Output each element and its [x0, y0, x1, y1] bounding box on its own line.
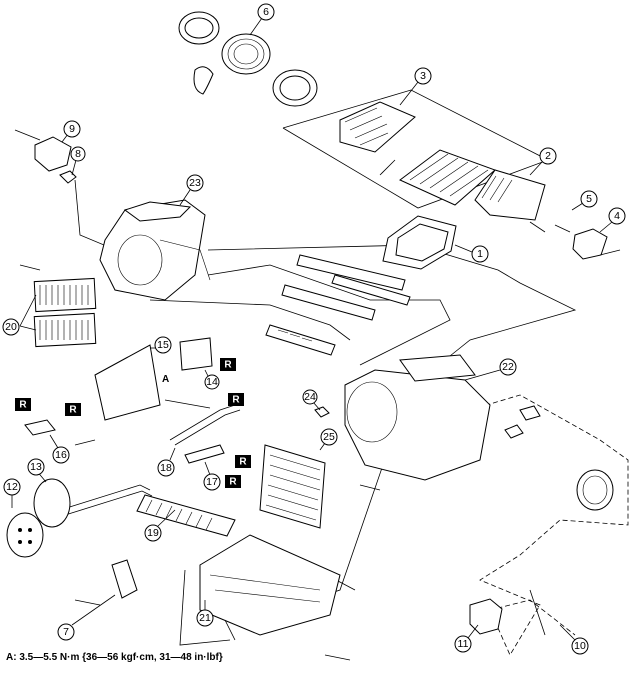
svg-text:25: 25: [323, 431, 335, 443]
filter-cover-3: [339, 101, 416, 176]
svg-text:8: 8: [75, 148, 81, 160]
main-housing-22: [344, 354, 491, 481]
svg-text:3: 3: [420, 70, 426, 82]
svg-text:5: 5: [586, 193, 592, 205]
svg-text:R: R: [229, 477, 237, 488]
svg-text:R: R: [224, 360, 232, 371]
air-filters-20: [33, 277, 97, 348]
pad-14: [179, 337, 213, 371]
torque-marker: A: [162, 374, 169, 385]
torque-footnote: A: 3.5—5.5 N·m {36—56 kgf·cm, 31—48 in·l…: [6, 652, 223, 663]
svg-text:18: 18: [160, 462, 172, 474]
callout-16: 16: [49, 434, 70, 464]
svg-text:13: 13: [30, 461, 42, 473]
bolts: [19, 264, 381, 661]
callout-14: 14: [204, 369, 220, 390]
callout-15: 15: [150, 336, 172, 354]
evaporator-25: [259, 444, 326, 529]
callout-8: 8: [70, 146, 86, 176]
heater-housing-23: [99, 199, 211, 301]
svg-text:7: 7: [63, 626, 69, 638]
pad-16: [24, 419, 56, 436]
pad-17: [184, 444, 225, 464]
callout-21: 21: [196, 600, 214, 627]
bracket-7: [111, 559, 138, 599]
heater-core-19: [6, 478, 236, 558]
svg-text:9: 9: [69, 123, 75, 135]
callout-13: 13: [27, 458, 47, 483]
linkage-assembly: [469, 405, 614, 636]
svg-text:11: 11: [458, 638, 469, 650]
callout-25: 25: [319, 428, 338, 451]
callout-11: 11: [454, 624, 479, 653]
lower-case-21: [199, 534, 341, 636]
pipes-18: [164, 399, 241, 446]
callout-17: 17: [203, 461, 221, 491]
blower-motor-group: [178, 11, 318, 107]
replace-badge: R: [228, 393, 244, 406]
svg-text:R: R: [239, 457, 247, 468]
callout-20: 20: [2, 294, 37, 336]
callout-18: 18: [157, 447, 176, 477]
callout-23: 23: [179, 174, 204, 206]
actuator-9: [14, 129, 77, 184]
replace-badge: R: [235, 455, 251, 468]
svg-text:14: 14: [206, 376, 218, 388]
svg-text:R: R: [232, 395, 240, 406]
replace-badge: R: [220, 358, 236, 371]
svg-text:4: 4: [614, 210, 620, 222]
callout-19: 19: [144, 509, 176, 542]
callout-2: 2: [529, 147, 557, 176]
callout-9: 9: [61, 120, 81, 143]
svg-text:17: 17: [206, 476, 218, 488]
svg-text:22: 22: [502, 361, 514, 373]
callout-24: 24: [302, 389, 321, 411]
svg-text:6: 6: [263, 6, 269, 18]
svg-text:19: 19: [147, 527, 159, 539]
callout-12: 12: [3, 478, 21, 508]
callout-10: 10: [559, 624, 589, 655]
svg-text:10: 10: [574, 640, 586, 652]
svg-text:R: R: [19, 400, 27, 411]
svg-text:21: 21: [199, 612, 211, 624]
replace-badge: R: [225, 475, 241, 488]
svg-text:20: 20: [5, 321, 17, 333]
svg-text:24: 24: [304, 391, 316, 403]
pad-15: [94, 344, 161, 421]
replace-badge: R: [15, 398, 31, 411]
callout-1: 1: [454, 244, 489, 263]
callout-3: 3: [399, 67, 432, 106]
svg-text:R: R: [69, 405, 77, 416]
callout-5: 5: [571, 190, 598, 211]
replace-badge: R: [65, 403, 81, 416]
svg-text:12: 12: [6, 481, 18, 493]
svg-text:1: 1: [477, 248, 483, 260]
bracket-24: [314, 406, 330, 418]
callout-22: 22: [464, 358, 517, 381]
actuator-4: [554, 224, 621, 260]
svg-text:2: 2: [545, 150, 551, 162]
callout-7: 7: [57, 594, 116, 641]
door-plates: [265, 254, 411, 356]
svg-text:15: 15: [157, 339, 169, 351]
svg-text:23: 23: [189, 177, 201, 189]
svg-text:16: 16: [55, 449, 67, 461]
gasket-frame-1: [382, 215, 457, 270]
callout-4: 4: [599, 207, 626, 233]
callout-6: 6: [249, 3, 275, 36]
intake-housing-2: [474, 169, 546, 233]
